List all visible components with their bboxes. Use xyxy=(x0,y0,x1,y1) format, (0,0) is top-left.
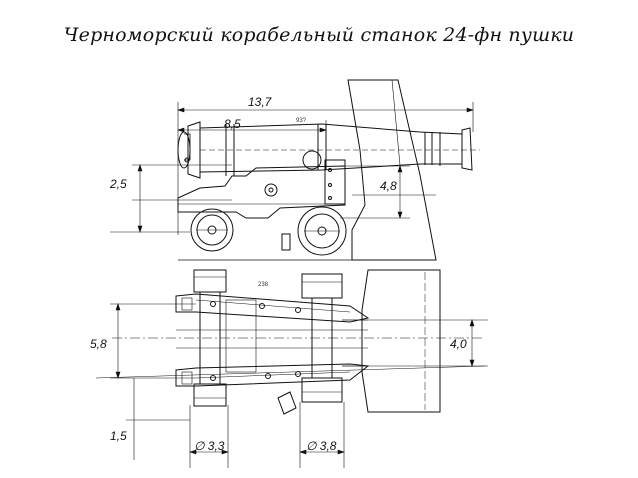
dim-left-height xyxy=(110,164,232,233)
carriage-cheek-top xyxy=(175,293,370,323)
dim-rear-wheel xyxy=(299,402,345,468)
drawing-title: Черноморский корабельный станок 24-фн пу… xyxy=(63,24,575,46)
rear-wheel-side xyxy=(297,206,347,256)
label-plan-small: 238 xyxy=(258,282,269,288)
dim-total-length xyxy=(177,102,474,235)
carriage-side xyxy=(177,133,346,219)
label-right-height: 4,8 xyxy=(380,179,397,193)
dim-right-height xyxy=(340,165,410,219)
plan-view xyxy=(95,269,488,468)
dim-port-width xyxy=(368,319,488,367)
dim-front-wheel xyxy=(189,405,229,468)
side-view xyxy=(110,79,480,261)
carriage-cheek-bottom xyxy=(175,363,370,387)
label-total-length: 13,7 xyxy=(248,95,273,109)
dim-breech-length xyxy=(177,120,327,135)
label-left-height: 2,5 xyxy=(109,177,127,191)
dim-carriage-width xyxy=(110,303,196,379)
front-wheel-side xyxy=(190,208,234,252)
ship-hull-side xyxy=(347,79,437,261)
ship-hull-plan xyxy=(361,269,441,413)
label-side-small: 93? xyxy=(296,118,307,124)
label-offset: 1,5 xyxy=(110,429,127,443)
label-rear-wheel: ∅ 3,8 xyxy=(306,439,337,453)
dim-offset xyxy=(126,378,190,460)
label-carriage-width: 5,8 xyxy=(90,337,107,351)
label-breech-length: 8,5 xyxy=(224,117,241,131)
label-front-wheel: ∅ 3,3 xyxy=(194,439,225,453)
label-port-width: 4,0 xyxy=(450,337,467,351)
